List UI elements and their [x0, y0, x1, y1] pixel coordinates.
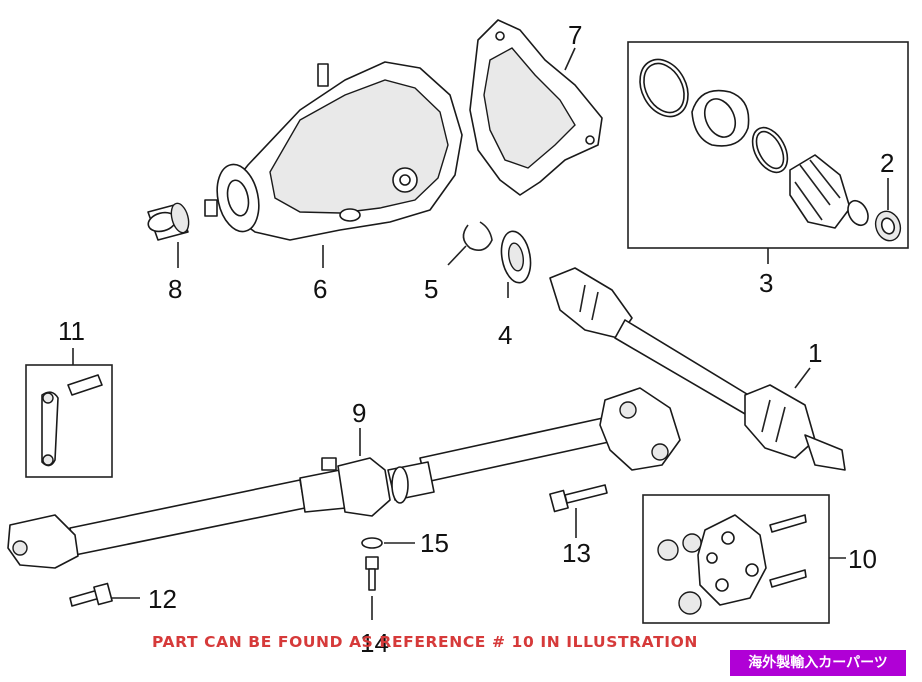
- callout-15: 15: [420, 528, 449, 558]
- callout-12: 12: [148, 584, 177, 614]
- fasteners-drawing: [69, 484, 608, 607]
- bracket-drawing: [25, 364, 113, 478]
- seal-drawing: [500, 230, 532, 284]
- callout-4: 4: [498, 320, 512, 350]
- callout-3: 3: [759, 268, 773, 298]
- callout-1: 1: [808, 338, 822, 368]
- callout-11: 11: [58, 316, 85, 346]
- cover-plate-drawing: [469, 19, 603, 196]
- leader-lines: [72, 47, 889, 620]
- differential-housing-drawing: [204, 61, 463, 241]
- import-parts-badge: 海外製輸入カーパーツ: [730, 650, 906, 676]
- axle-shaft-drawing: [549, 267, 846, 471]
- bushing-drawing: [147, 202, 190, 241]
- callout-9: 9: [352, 398, 366, 428]
- boot-kit-drawing: [627, 41, 909, 249]
- callout-13: 13: [562, 538, 591, 568]
- snap-ring-drawing: [462, 221, 493, 251]
- callout-5: 5: [424, 274, 438, 304]
- flex-coupling-drawing: [642, 494, 830, 624]
- callout-10: 10: [848, 544, 877, 574]
- callout-7: 7: [568, 20, 582, 50]
- callout-14: 14: [360, 628, 389, 658]
- callout-8: 8: [168, 274, 182, 304]
- reference-caption: PART CAN BE FOUND AS REFERENCE # 10 IN I…: [152, 633, 698, 651]
- callout-2: 2: [880, 148, 894, 178]
- callout-6: 6: [313, 274, 327, 304]
- driveshaft-drawing: [7, 387, 681, 569]
